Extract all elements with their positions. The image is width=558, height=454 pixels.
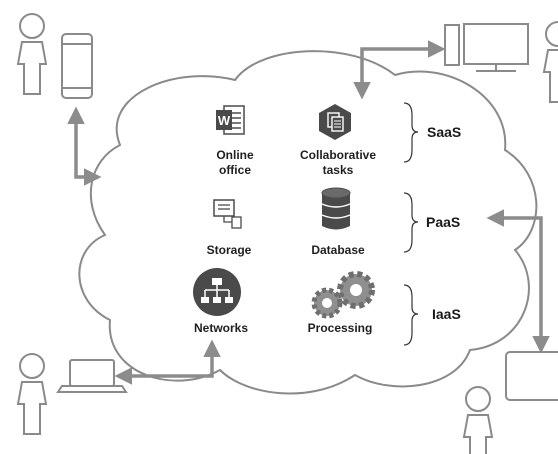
saas-label: SaaS (427, 124, 462, 140)
connection-arrows (67, 40, 550, 385)
storage-label: Storage (206, 243, 252, 257)
networks-label: Networks (193, 321, 249, 335)
svg-text:W: W (218, 113, 231, 128)
user-icon (16, 13, 48, 95)
arrow-tablet-cloud (486, 209, 550, 354)
iaas-brace (403, 284, 419, 346)
arrow-laptop-cloud (114, 339, 221, 385)
collaboration-hexagon-icon (319, 104, 351, 140)
cloud-shape (78, 50, 538, 395)
database-cylinder-icon (321, 187, 351, 230)
user-icon (462, 386, 494, 454)
processing-label: Processing (307, 321, 373, 335)
arrow-desktop-cloud (353, 40, 446, 100)
gears-icon (311, 271, 375, 319)
online-office-label: Online office (216, 148, 254, 177)
collaborative-tasks-label: Collaborative tasks (299, 148, 377, 177)
paas-brace (403, 192, 419, 253)
user-icon (542, 21, 558, 103)
word-document-icon: W (216, 105, 245, 135)
storage-transfer-icon (213, 199, 242, 229)
desktop-computer-icon (444, 23, 529, 72)
user-icon (16, 353, 48, 435)
network-hierarchy-icon (193, 268, 241, 316)
iaas-label: IaaS (432, 306, 461, 322)
smartphone-icon (61, 33, 93, 99)
arrow-smartphone-cloud (67, 106, 102, 186)
database-label: Database (311, 243, 365, 257)
paas-label: PaaS (426, 214, 461, 230)
tablet-icon (505, 351, 558, 401)
laptop-icon (56, 359, 128, 393)
saas-brace (403, 102, 419, 163)
